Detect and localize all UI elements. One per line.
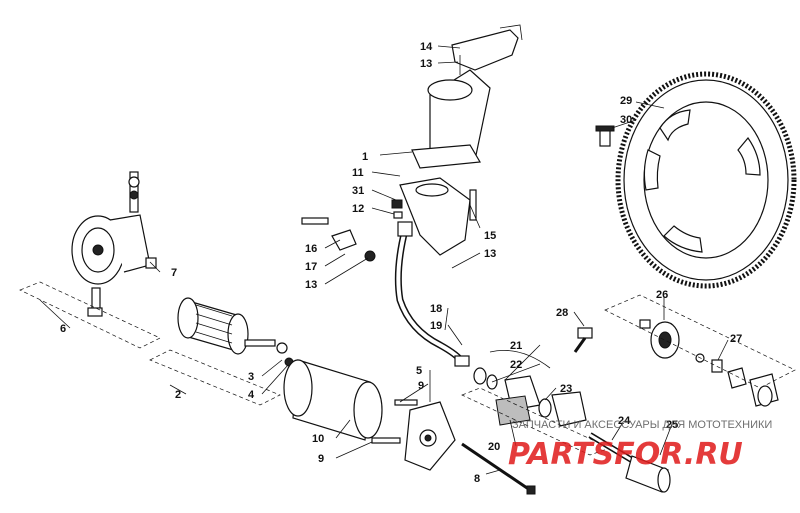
callout-2: 2	[175, 389, 181, 401]
callout-21: 21	[510, 340, 522, 352]
callout-18: 18	[430, 303, 442, 315]
callout-10: 10	[312, 433, 324, 445]
brush-holder-assembly	[71, 171, 157, 317]
callout-labels: 1 2 3 4 5 6 7 8 9 9 10 11 12 13 13 13 14…	[60, 41, 742, 485]
drive-housing-parts	[473, 367, 587, 427]
callout-14: 14	[420, 41, 433, 53]
front-end-cover	[404, 401, 456, 471]
pinion-gear-assembly	[639, 319, 779, 407]
callout-23: 23	[560, 383, 572, 395]
callout-4: 4	[248, 389, 255, 401]
callout-5: 5	[416, 365, 422, 377]
callout-20: 20	[488, 441, 500, 453]
mounting-bolts	[371, 399, 536, 495]
callout-7: 7	[171, 267, 177, 279]
callout-13-top: 13	[420, 58, 432, 70]
ring-gear-bolt	[595, 125, 615, 147]
callout-29: 29	[620, 95, 632, 107]
ring-gear	[615, 71, 797, 289]
watermark-logo: PARTSFOR.RU	[508, 437, 743, 472]
callout-28: 28	[556, 307, 568, 319]
drive-screw	[573, 327, 593, 353]
group-bracket-2	[149, 349, 281, 406]
mounting-flange	[391, 177, 477, 256]
bendix-drive	[588, 432, 671, 493]
callout-24: 24	[618, 415, 631, 427]
callout-22: 22	[510, 359, 522, 371]
callout-25: 25	[666, 419, 678, 431]
starter-solenoid	[411, 55, 491, 169]
callout-31: 31	[352, 185, 364, 197]
callout-6: 6	[60, 323, 66, 335]
callout-16: 16	[305, 243, 317, 255]
callout-9-upper: 9	[418, 380, 424, 392]
watermark: ЗАПЧАСТИ И АКСЕССУАРЫ ДЛЯ МОТОТЕХНИКИ PA…	[508, 419, 772, 472]
group-bracket-21	[489, 349, 551, 369]
terminal-nut	[301, 217, 376, 262]
callout-12: 12	[352, 203, 364, 215]
callout-3: 3	[248, 371, 254, 383]
callout-19: 19	[430, 320, 442, 332]
callout-17: 17	[305, 261, 317, 273]
motor-housing	[283, 359, 383, 441]
callout-30: 30	[620, 114, 632, 126]
armature	[177, 297, 294, 367]
starter-bracket	[451, 24, 523, 71]
callout-15: 15	[484, 230, 496, 242]
group-bracket-26	[604, 294, 796, 389]
callout-1: 1	[362, 151, 368, 163]
watermark-caption: ЗАПЧАСТИ И АКСЕССУАРЫ ДЛЯ МОТОТЕХНИКИ	[512, 419, 772, 431]
callout-11: 11	[352, 167, 364, 179]
callout-9-lower: 9	[318, 453, 324, 465]
callout-8: 8	[474, 473, 480, 485]
leader-lines	[39, 45, 729, 475]
group-bracket-6	[19, 281, 161, 349]
callout-13-left: 13	[305, 279, 317, 291]
callout-13-right: 13	[484, 248, 496, 260]
callout-27: 27	[730, 333, 742, 345]
callout-26: 26	[656, 289, 668, 301]
starter-cable	[394, 221, 470, 367]
